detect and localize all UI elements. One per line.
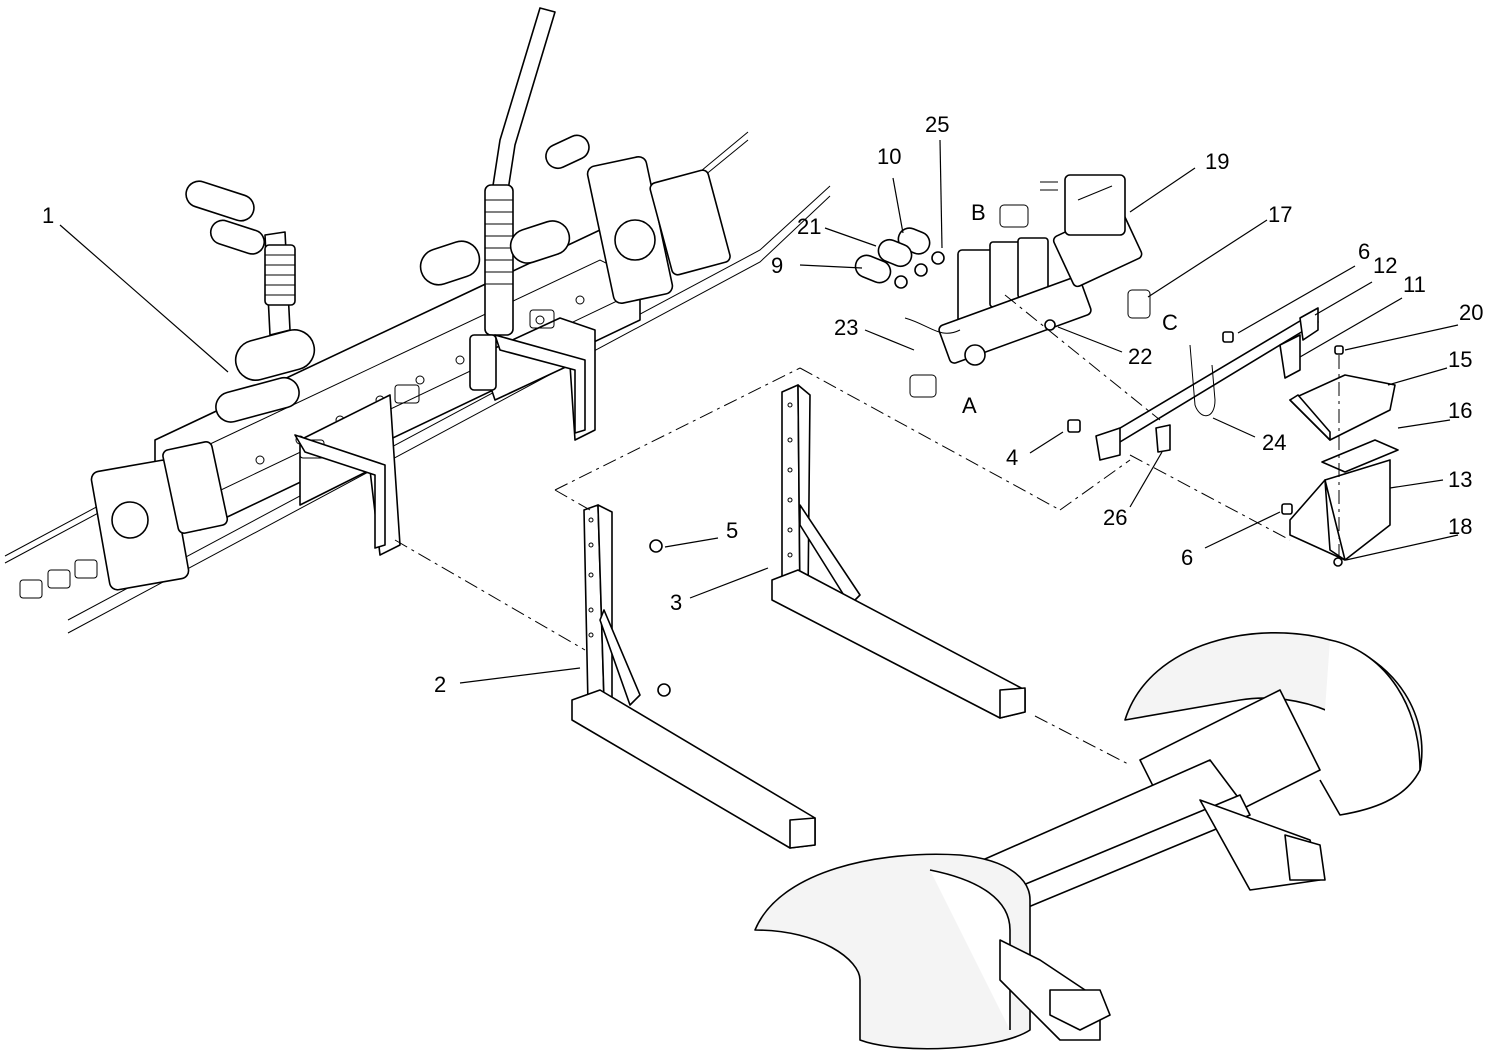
callout-19: 19 <box>1205 149 1229 174</box>
rear-axle-assembly <box>754 631 1423 1050</box>
callout-13: 13 <box>1448 467 1472 492</box>
callout-18: 18 <box>1448 514 1472 539</box>
callout-16: 16 <box>1448 398 1472 423</box>
valve-assembly <box>854 174 1151 398</box>
callout-4: 4 <box>1006 445 1018 470</box>
callout-10: 10 <box>877 144 901 169</box>
bracket-parts <box>649 307 1399 697</box>
callout-6-lower: 6 <box>1181 545 1193 570</box>
callout-26: 26 <box>1103 505 1127 530</box>
callout-23: 23 <box>834 315 858 340</box>
callout-9: 9 <box>771 253 783 278</box>
callout-5: 5 <box>726 518 738 543</box>
callout-A: A <box>962 393 977 418</box>
callout-12: 12 <box>1373 253 1397 278</box>
stand-left <box>571 504 816 849</box>
callout-labels: 1 2 3 4 5 6 6 9 10 11 12 13 15 16 17 18 … <box>42 112 1483 697</box>
callout-11: 11 <box>1403 272 1426 297</box>
callout-3: 3 <box>670 590 682 615</box>
stand-right <box>771 384 1026 719</box>
callout-25: 25 <box>925 112 949 137</box>
callout-24: 24 <box>1262 430 1286 455</box>
callout-6-upper: 6 <box>1358 239 1370 264</box>
callout-1: 1 <box>42 203 54 228</box>
callout-22: 22 <box>1128 344 1152 369</box>
callout-17: 17 <box>1268 202 1292 227</box>
assembly-lines <box>394 294 1291 766</box>
callout-20: 20 <box>1459 300 1483 325</box>
callout-21: 21 <box>797 214 821 239</box>
callout-C: C <box>1162 310 1178 335</box>
callout-15: 15 <box>1448 347 1472 372</box>
callout-2: 2 <box>434 672 446 697</box>
leader-lines <box>59 139 1459 684</box>
callout-B: B <box>971 200 986 225</box>
front-frame-assembly <box>4 7 831 634</box>
